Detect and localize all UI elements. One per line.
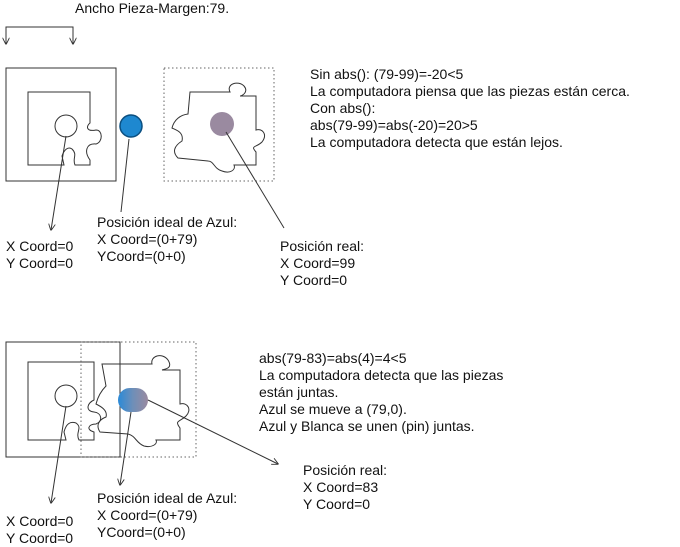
top-blue-piece xyxy=(171,82,265,173)
bottom-pointers xyxy=(51,399,278,503)
bottom-blue-piece xyxy=(95,355,190,447)
coord-line: Y Coord=0 xyxy=(280,272,348,288)
width-bracket xyxy=(6,26,73,44)
width-label: Ancho Pieza-Margen:79. xyxy=(75,0,230,16)
ideal-title: Posición ideal de Azul: xyxy=(97,490,238,506)
coord-line: X Coord=83 xyxy=(303,479,379,495)
coord-line: X Coord=0 xyxy=(6,238,74,254)
coord-line: X Coord=99 xyxy=(280,255,356,271)
bottom-white-piece xyxy=(5,341,121,458)
blue-ideal-marker xyxy=(119,114,143,138)
white-piece-center xyxy=(54,114,78,138)
coord-line: YCoord=(0+0) xyxy=(97,248,186,264)
top-blue-piece-frame xyxy=(163,67,275,182)
real-title: Posición real: xyxy=(280,238,365,254)
bottom-explanation-line: Azul y Blanca se unen (pin) juntas. xyxy=(259,418,475,434)
top-explanation: Sin abs(): (79-99)=-20<5 La computadora … xyxy=(310,66,630,151)
blue-real-marker xyxy=(210,112,234,136)
top-explanation-line: La computadora detecta que están lejos. xyxy=(310,134,563,150)
top-white-piece xyxy=(5,67,117,182)
coord-line: X Coord=(0+79) xyxy=(97,231,198,247)
coord-line: Y Coord=0 xyxy=(6,255,74,271)
bottom-explanation-line: abs(79-83)=abs(4)=4<5 xyxy=(259,350,407,366)
merged-marker xyxy=(118,388,148,412)
top-explanation-line: La computadora piensa que las piezas est… xyxy=(310,83,630,99)
top-real-position: Posición real: X Coord=99 Y Coord=0 xyxy=(280,238,364,289)
real-title: Posición real: xyxy=(303,462,388,478)
bottom-explanation-line: La computadora detecta que las piezas xyxy=(259,367,504,383)
bottom-real-position: Posición real: X Coord=83 Y Coord=0 xyxy=(303,462,387,513)
top-explanation-line: Con abs(): xyxy=(310,100,376,116)
bottom-ideal-position: Posición ideal de Azul: X Coord=(0+79) Y… xyxy=(97,490,237,541)
coord-line: Y Coord=0 xyxy=(303,496,371,512)
coord-line: YCoord=(0+0) xyxy=(97,524,186,540)
top-pointers xyxy=(51,131,285,230)
coord-line: Y Coord=0 xyxy=(6,530,74,546)
bottom-explanation-line: están juntas. xyxy=(259,384,339,400)
top-white-coords: X Coord=0 Y Coord=0 xyxy=(6,238,73,272)
top-explanation-line: Sin abs(): (79-99)=-20<5 xyxy=(310,66,464,82)
bottom-white-coords: X Coord=0 Y Coord=0 xyxy=(6,513,73,547)
coord-line: X Coord=0 xyxy=(6,513,74,529)
ideal-title: Posición ideal de Azul: xyxy=(97,214,238,230)
white-piece-center-bottom xyxy=(54,384,78,408)
top-explanation-line: abs(79-99)=abs(-20)=20>5 xyxy=(310,117,478,133)
bottom-explanation-line: Azul se mueve a (79,0). xyxy=(259,401,407,417)
top-ideal-position: Posición ideal de Azul: X Coord=(0+79) Y… xyxy=(97,214,237,265)
coord-line: X Coord=(0+79) xyxy=(97,507,198,523)
bottom-explanation: abs(79-83)=abs(4)=4<5 La computadora det… xyxy=(259,350,503,435)
bottom-blue-piece-frame xyxy=(80,341,197,458)
